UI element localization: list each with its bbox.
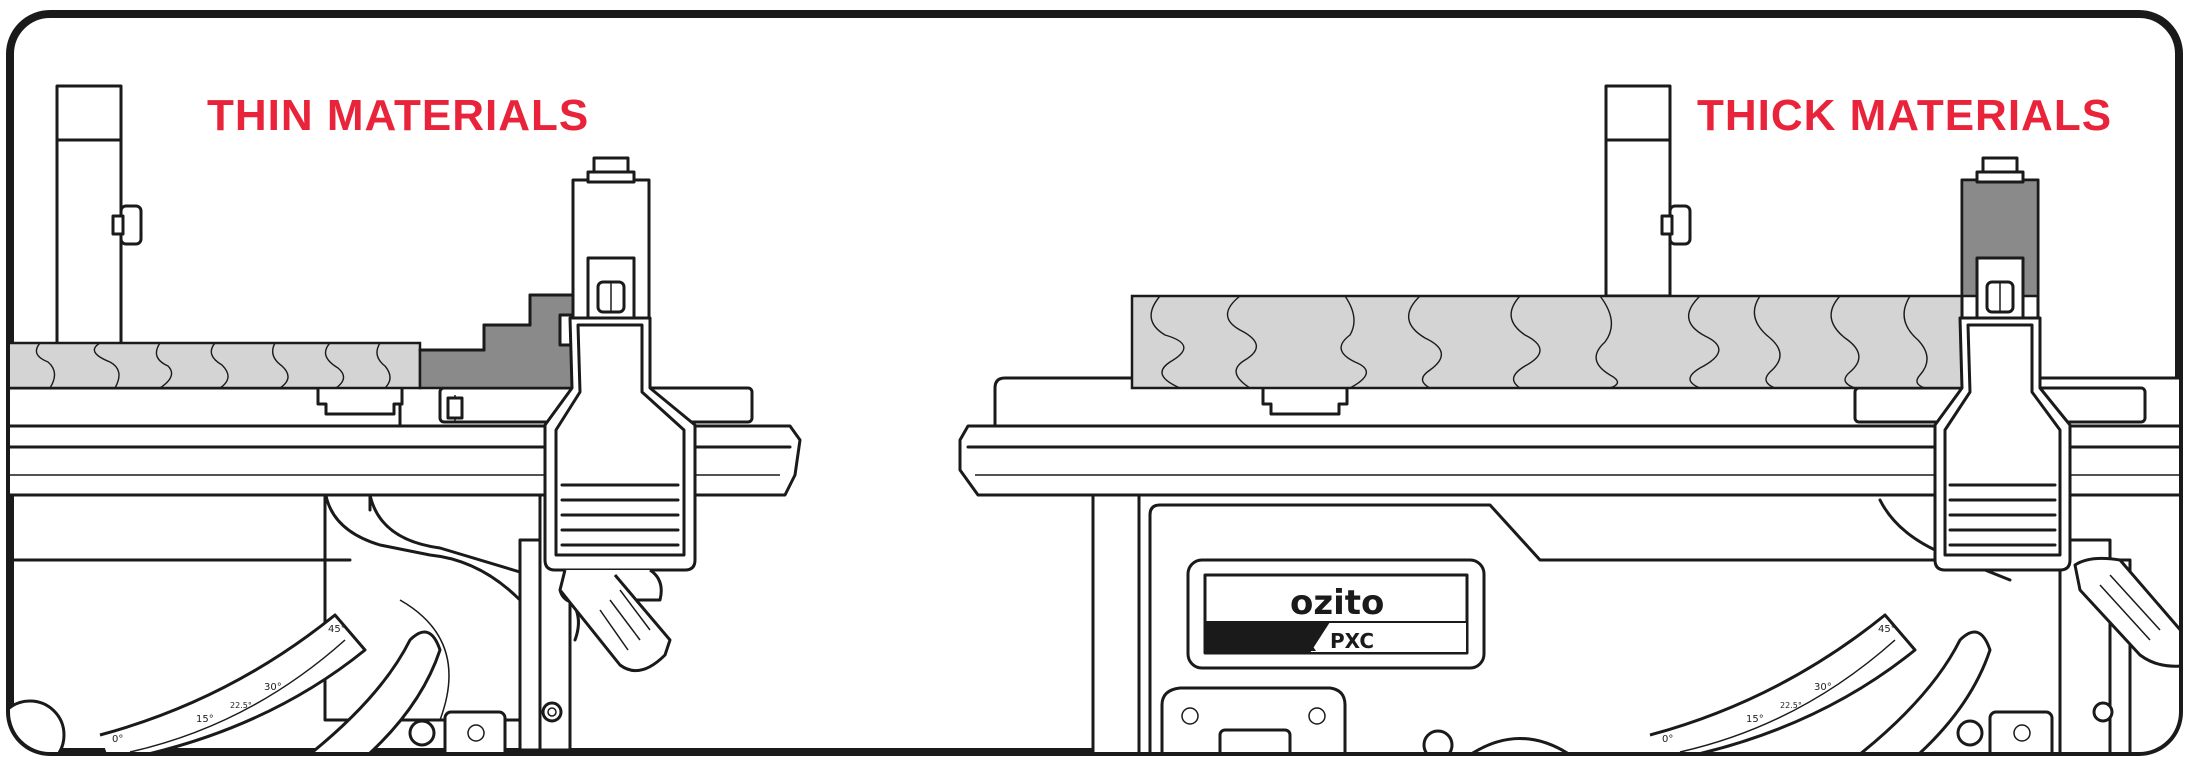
riving-knife-post-left <box>55 84 143 348</box>
ozito-pxc-label: ozito X PXC <box>1186 558 1486 670</box>
fence-lock-handle-right[interactable] <box>1933 316 2189 668</box>
pxc-logo: PXC <box>1330 629 1374 653</box>
thick-wood-workpiece <box>1130 294 1964 390</box>
bevel-tick-15: 15° <box>196 714 214 725</box>
bevel-tick-22: 22.5° <box>230 701 252 710</box>
screw-icon <box>541 701 563 723</box>
table-top-right <box>958 376 2179 497</box>
bolt-icon <box>1956 719 1984 747</box>
bolt-icon <box>408 719 436 747</box>
thick-materials-title: THICK MATERIALS <box>1697 91 2112 140</box>
thin-wood-workpiece <box>10 341 422 390</box>
screw-icon <box>467 724 485 742</box>
bevel-scale-right: 0° 15° 22.5° 30° 45° <box>1649 498 2012 752</box>
bevel-tick-45: 45° <box>328 624 346 635</box>
bevel-tick-30: 30° <box>264 682 282 693</box>
ozito-logo: ozito <box>1290 583 1384 623</box>
left-panel-thin-materials: 0° 15° 22.5° 30° 45° <box>10 84 802 752</box>
saw-base-right: ozito X PXC <box>1091 493 2179 752</box>
miter-slot <box>1261 388 1349 416</box>
right-panel-thick-materials: ozito X PXC 0° <box>958 84 2189 752</box>
bevel-scale-left: 0° 15° 22.5° 30° 45° <box>10 599 450 752</box>
thin-materials-title: THIN MATERIALS <box>207 91 589 140</box>
screw-icon <box>2092 701 2114 723</box>
bevel-tick-0-right: 0° <box>1662 734 1673 745</box>
screw-icon <box>2013 724 2031 742</box>
bevel-tick-15-right: 15° <box>1746 714 1764 725</box>
bevel-tick-0: 0° <box>112 734 123 745</box>
fence-lock-handle-left[interactable] <box>543 316 697 673</box>
miter-slot <box>316 388 404 416</box>
bevel-tick-22-right: 22.5° <box>1780 701 1802 710</box>
pxc-x-mark: X <box>1292 621 1317 659</box>
bevel-tick-45-right: 45° <box>1878 624 1896 635</box>
riving-knife-post-right <box>1604 84 1692 298</box>
bevel-tick-30-right: 30° <box>1814 682 1832 693</box>
